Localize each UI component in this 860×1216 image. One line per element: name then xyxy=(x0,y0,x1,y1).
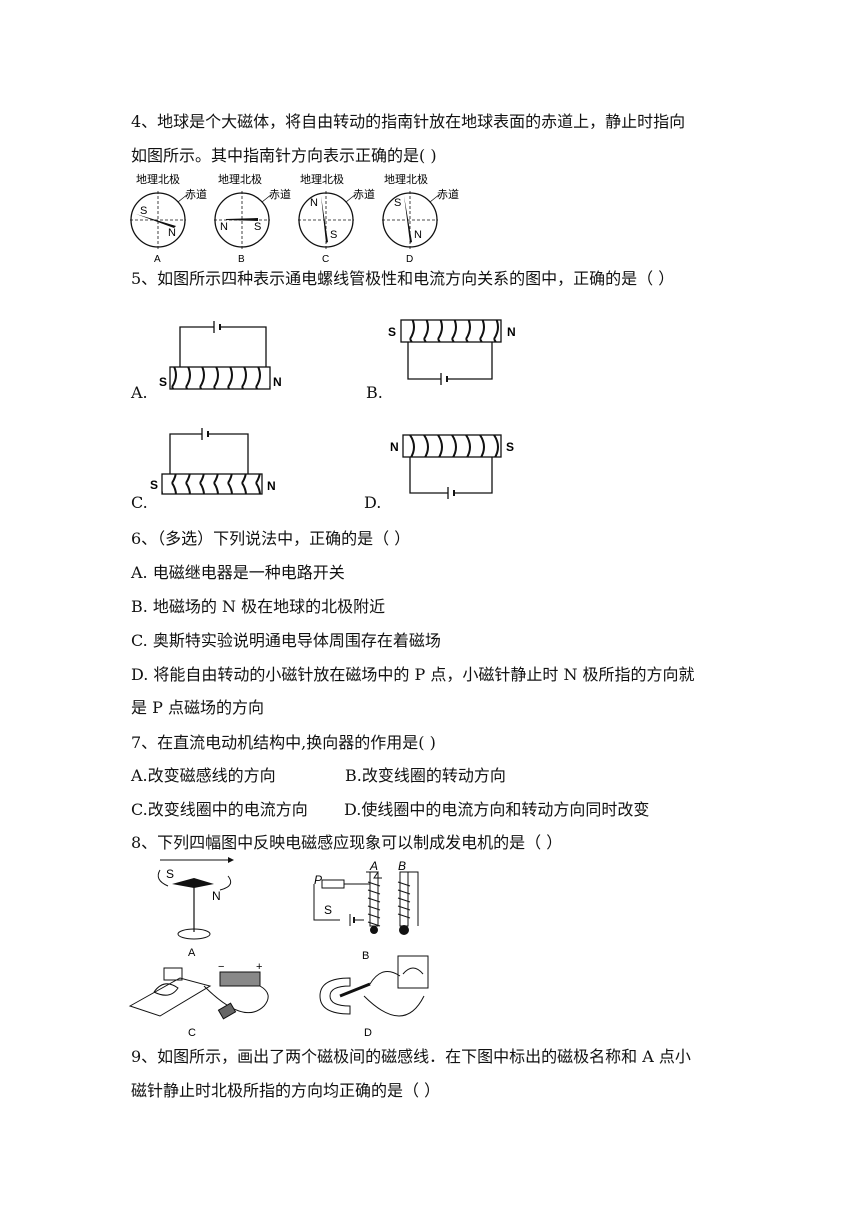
q9-line2: 磁针静止时北极所指的方向均正确的是（ ） xyxy=(131,1081,441,1100)
q6-option-c: C. 奥斯特实验说明通电导体周围存在着磁场 xyxy=(131,631,441,650)
needle-s-c: S xyxy=(330,229,337,241)
q8-letter-c: C xyxy=(188,1027,196,1039)
q7-line1: 7、在直流电动机结构中,换向器的作用是( ) xyxy=(131,733,436,752)
q7-option-c: C.改变线圈中的电流方向 xyxy=(131,800,308,819)
fig-letter-d: D xyxy=(406,254,413,264)
pole-right-d: S xyxy=(506,440,514,454)
q4-line1: 4、地球是个大磁体，将自由转动的指南针放在地球表面的赤道上，静止时指向 xyxy=(131,112,686,131)
q7-option-a: A.改变磁感线的方向 xyxy=(131,766,276,785)
q8b-p: P xyxy=(314,873,322,887)
north-pole-label-d: 地理北极 xyxy=(384,172,428,186)
needle-s-b: S xyxy=(254,221,261,233)
q4-line2: 如图所示。其中指南针方向表示正确的是( ) xyxy=(131,146,437,165)
q8c-plus: + xyxy=(256,961,262,973)
pole-right-b: N xyxy=(507,325,516,339)
solenoid-c: S N xyxy=(150,428,276,495)
q5-option-b: B. xyxy=(366,383,383,402)
needle-s-d: S xyxy=(394,197,401,209)
q6-option-d-line2: 是 P 点磁场的方向 xyxy=(131,698,264,717)
pole-left-d: N xyxy=(390,440,399,454)
q5-line1: 5、如图所示四种表示通电螺线管极性和电流方向关系的图中，正确的是（ ） xyxy=(131,269,675,288)
needle-n-b: N xyxy=(220,221,228,233)
compass-a: 地理北极 赤道 S N A xyxy=(130,172,207,264)
q8b-coil-b: B xyxy=(398,859,406,873)
north-pole-label-b: 地理北极 xyxy=(218,172,262,186)
q7-option-d: D.使线圈中的电流方向和转动方向同时改变 xyxy=(344,800,650,819)
equator-label-a: 赤道 xyxy=(185,187,207,201)
q8-fig-d: D xyxy=(319,955,429,1039)
needle-n-a: N xyxy=(168,227,176,239)
q8-line1: 8、下列四幅图中反映电磁感应现象可以制成发电机的是（ ） xyxy=(131,833,563,852)
q5-solenoid-figures: S N S N S N N S xyxy=(150,319,516,499)
compass-c: 地理北极 赤道 N S C xyxy=(298,172,375,264)
equator-label-b: 赤道 xyxy=(269,187,291,201)
fig-letter-a: A xyxy=(154,254,161,264)
needle-n-d: N xyxy=(414,229,422,241)
needle-s-a: S xyxy=(140,205,147,217)
q8b-coil-a: A xyxy=(369,859,378,873)
q5-option-c: C. xyxy=(131,493,148,512)
pole-left-b: S xyxy=(388,325,396,339)
q8a-n: N xyxy=(212,889,221,903)
north-pole-label-a: 地理北极 xyxy=(136,172,180,186)
q9-line1: 9、如图所示，画出了两个磁极间的磁感线．在下图中标出的磁极名称和 A 点小 xyxy=(131,1047,691,1066)
needle-n-c: N xyxy=(310,197,318,209)
solenoid-d: N S xyxy=(390,434,514,499)
q4-compass-figures: 地理北极 赤道 S N A 地理北极 赤道 N S B 地理北极 赤道 N S … xyxy=(130,172,459,264)
q8-fig-b: P A B S B xyxy=(313,859,419,962)
north-pole-label-c: 地理北极 xyxy=(300,172,344,186)
q6-option-b: B. 地磁场的 N 极在地球的北极附近 xyxy=(131,597,386,616)
fig-letter-b: B xyxy=(238,254,245,264)
q8-fig-c: − + C xyxy=(128,961,269,1039)
solenoid-a: S N xyxy=(159,321,282,390)
q8-fig-a: S N A xyxy=(157,857,234,959)
q8-figures: S N A P A B S B − + C xyxy=(128,857,429,1039)
q6-line1: 6、（多选）下列说法中，正确的是（ ） xyxy=(131,529,411,548)
compass-d: 地理北极 赤道 S N D xyxy=(382,172,459,264)
q5-option-a: A. xyxy=(131,383,148,402)
equator-label-c: 赤道 xyxy=(353,187,375,201)
solenoid-b: S N xyxy=(388,319,516,385)
q8c-minus: − xyxy=(218,961,224,973)
q6-option-d-line1: D. 将能自由转动的小磁针放在磁场中的 P 点，小磁针静止时 N 极所指的方向就 xyxy=(131,665,695,684)
compass-b: 地理北极 赤道 N S B xyxy=(214,172,291,264)
fig-letter-c: C xyxy=(322,254,329,264)
equator-label-d: 赤道 xyxy=(437,187,459,201)
pole-right-c: N xyxy=(267,479,276,493)
q7-option-b: B.改变线圈的转动方向 xyxy=(345,766,506,785)
pole-right-a: N xyxy=(273,375,282,389)
q6-option-a: A. 电磁继电器是一种电路开关 xyxy=(131,563,345,582)
pole-left-a: S xyxy=(159,375,167,389)
q8a-s: S xyxy=(166,867,174,881)
q5-option-d: D. xyxy=(364,493,382,512)
pole-left-c: S xyxy=(150,478,158,492)
q8b-s: S xyxy=(324,903,332,917)
q8-letter-b-top: B xyxy=(362,950,369,962)
q8-letter-a: A xyxy=(188,947,196,959)
q8-letter-d: D xyxy=(364,1027,372,1039)
